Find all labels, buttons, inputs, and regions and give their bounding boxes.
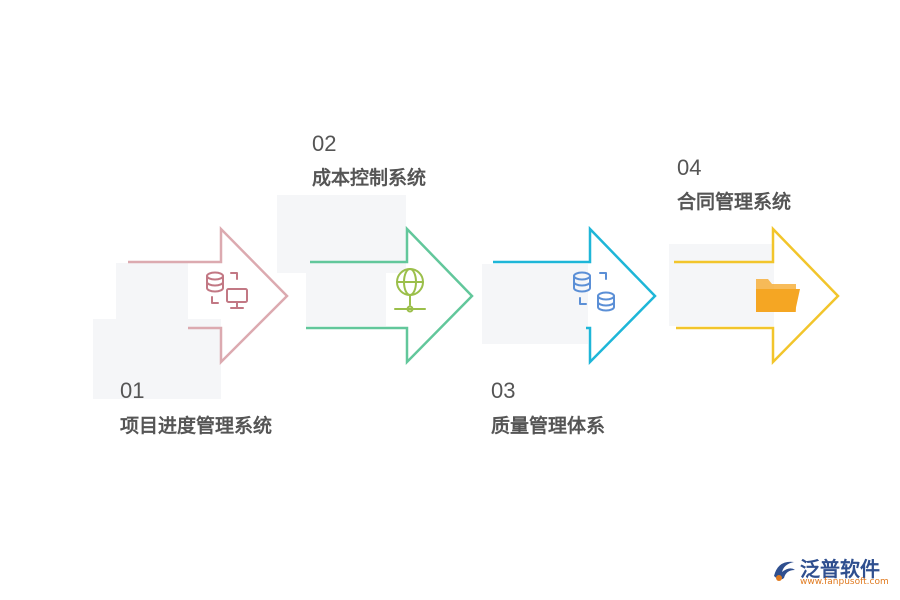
step-1-number: 01 [120,378,145,403]
step-1-label: 项目进度管理系统 [120,415,273,437]
step-4-label: 合同管理系统 [677,191,792,213]
arrow-3 [493,225,657,366]
brand-logo: 泛普软件 www.fanpusoft.com [770,553,895,593]
brand-mark-icon [774,561,795,581]
background-block [482,264,588,344]
arrow-2 [306,225,474,366]
step-2-label: 成本控制系统 [312,167,427,189]
background-block [306,270,386,326]
folder-icon [756,279,800,312]
globe-network-icon [394,268,426,313]
step-4-number: 04 [677,155,702,180]
background-block [116,263,188,321]
background-block [93,319,221,399]
brand-url: www.fanpusoft.com [800,577,889,587]
step-2-number: 02 [312,131,337,156]
step-3-number: 03 [491,378,516,403]
arrow-1 [128,225,289,366]
database-monitor-icon [206,271,248,309]
step-3-label: 质量管理体系 [491,415,606,437]
arrow-4 [674,225,840,366]
database-sync-icon [573,271,615,312]
background-block [277,195,406,273]
brand-name: 泛普软件 [800,557,880,581]
